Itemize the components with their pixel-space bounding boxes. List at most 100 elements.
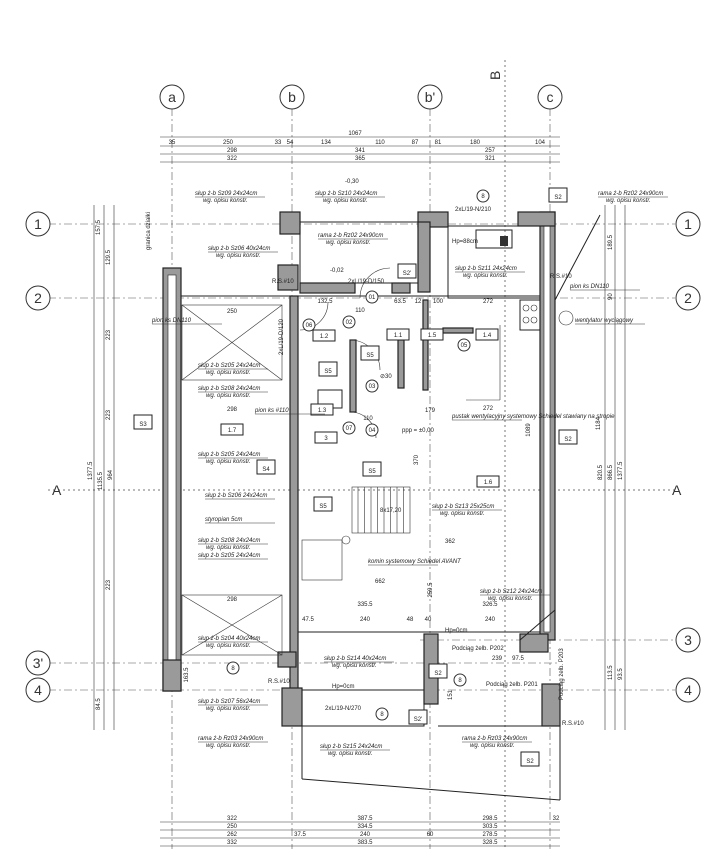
axis-bubble-row (25, 285, 51, 311)
annotation-callout-sub: wg. opisu konstr. (440, 511, 485, 517)
opening-label: 2xL/19-D/120 (279, 318, 285, 355)
section-tag-box (133, 414, 153, 430)
section-tag: S5 (366, 353, 374, 359)
opening-label: R.S.#10 (550, 274, 572, 280)
axis-label-column: b' (425, 89, 435, 105)
dimension-top: 33 (275, 140, 282, 146)
dimension-top: 104 (535, 140, 546, 146)
dimension-top: 341 (355, 148, 366, 154)
annotation-callout: słup ż-b Sz11 24x24cm (455, 266, 517, 272)
dimension-top: 250 (223, 140, 234, 146)
dimension-right: 820.5 (598, 464, 604, 480)
marker-number: 01 (369, 295, 376, 301)
inner-dimension: 97.5 (512, 656, 524, 662)
axis-label-row: 1 (34, 216, 42, 232)
opening-label: R.S.#10 (268, 679, 290, 685)
axis-label-column: b (288, 89, 296, 105)
marker-number: 07 (346, 426, 353, 432)
room-label-box (476, 475, 500, 488)
dimension-left: 129.5 (106, 249, 112, 265)
dimension-left: 157.5 (96, 219, 102, 235)
dimension-bottom: 334.5 (357, 824, 373, 830)
marker-number: 04 (369, 428, 376, 434)
dimension-right: 1377.5 (618, 461, 624, 480)
opening-label: ⊘30 (380, 374, 392, 380)
axis-bubble-row (675, 285, 701, 311)
grid-lines (48, 60, 675, 849)
annotation-callout-sub: wg. opisu konstr. (206, 370, 251, 376)
opening-label: R.S.#10 (272, 279, 294, 285)
opening-label: Podciąg żelb. P202 (452, 646, 504, 652)
axis-label-column: c (547, 89, 554, 105)
opening-label: Podciąg żelb. P201 (486, 682, 538, 688)
axis-label-column: a (168, 89, 176, 105)
section-tag: S2' (414, 717, 422, 723)
axis-bubble-row (25, 650, 51, 676)
dimension-top: 54 (287, 140, 294, 146)
dimension-top: 257 (485, 148, 496, 154)
marker-number: 05 (461, 343, 468, 349)
section-tag-box (318, 361, 338, 377)
annotation-callout: słup ż-b Sz15 24x24cm (320, 744, 382, 750)
dimension-top: 134 (321, 140, 332, 146)
annotation-callout-sub: wg. opisu konstr. (206, 706, 251, 712)
inner-dimension: 259.5 (428, 582, 434, 598)
dimension-left: 223 (106, 579, 112, 590)
dimension-top: 1067 (348, 131, 362, 137)
section-tag: S2 (434, 671, 442, 677)
axis-label-row: 3 (684, 632, 692, 648)
inner-dimension: 298 (227, 597, 238, 603)
level-mark: ppp = ±0,00 (402, 428, 434, 434)
inner-dimension: 48 (407, 617, 414, 623)
inner-dimension: 662 (375, 579, 386, 585)
inner-dimension: 151 (448, 689, 454, 700)
inner-dimension: 110 (355, 308, 365, 314)
section-tag: S3 (139, 422, 147, 428)
section-tag-box (520, 751, 540, 767)
dimension-bottom: 262 (227, 832, 238, 838)
marker-bubble (365, 379, 379, 393)
annotation-callout: słup ż-b Sz06 24x24cm (205, 493, 267, 499)
dimension-right: 189.5 (608, 234, 614, 250)
marker-number: 8 (231, 666, 235, 672)
room-label-box (312, 329, 336, 342)
annotation-callout: słup ż-b Sz13 25x25cm (432, 504, 494, 510)
annotation-callout: pion ks DN110 (151, 318, 192, 324)
inner-dimension: 326.5 (482, 602, 498, 608)
annotation-callout: słup ż-b Sz06 40x24cm (208, 246, 270, 252)
marker-number: 8 (481, 194, 485, 200)
section-tag: S4 (262, 467, 270, 473)
inner-dimension: 1089 (526, 423, 532, 437)
annotation-callout: pion ks DN110 (569, 284, 610, 290)
section-tag-box (408, 709, 428, 725)
section-tag-box (313, 496, 333, 512)
axis-label-row: 3' (33, 655, 43, 671)
inner-dimension: 40 (425, 617, 432, 623)
dimension-bottom: 60 (427, 832, 434, 838)
inner-dimension: 179 (425, 408, 436, 414)
dimension-bottom: 278.5 (482, 832, 498, 838)
plot-boundary-label: granica działki (146, 212, 152, 250)
annotation-callout: słup ż-b Sz04 40x24cm (198, 636, 260, 642)
marker-bubble (342, 315, 356, 329)
annotation-callout-sub: wg. opisu konstr. (323, 198, 368, 204)
annotation-callout: słup ż-b Sz09 24x24cm (195, 191, 257, 197)
annotation-callout: komin systemowy Schiedel AVANT (368, 559, 462, 565)
inner-dimension: 12 (415, 299, 422, 305)
annotation-callout: rama ż-b Rz03 24x90cm (462, 736, 527, 742)
level-mark: -0,30 (345, 179, 359, 185)
annotation-callout: wentylator wyciągowy (575, 318, 634, 324)
dimension-left: 223 (106, 409, 112, 420)
dimension-left: 1377.5 (88, 461, 94, 480)
dimension-bottom: 303.5 (482, 824, 498, 830)
marker-bubble (365, 290, 379, 304)
section-marker-a: A (52, 482, 62, 498)
dimension-top: 81 (435, 140, 442, 146)
section-marker-b: B (487, 71, 503, 80)
marker-bubble (457, 338, 471, 352)
inner-dimension: 240 (485, 617, 496, 623)
dimension-right: 113.5 (608, 665, 614, 680)
annotation-callout-sub: wg. opisu konstr. (463, 273, 508, 279)
annotation-callout: słup ż-b Sz07 56x24cm (198, 699, 260, 705)
room-number: 1.5 (428, 333, 437, 339)
